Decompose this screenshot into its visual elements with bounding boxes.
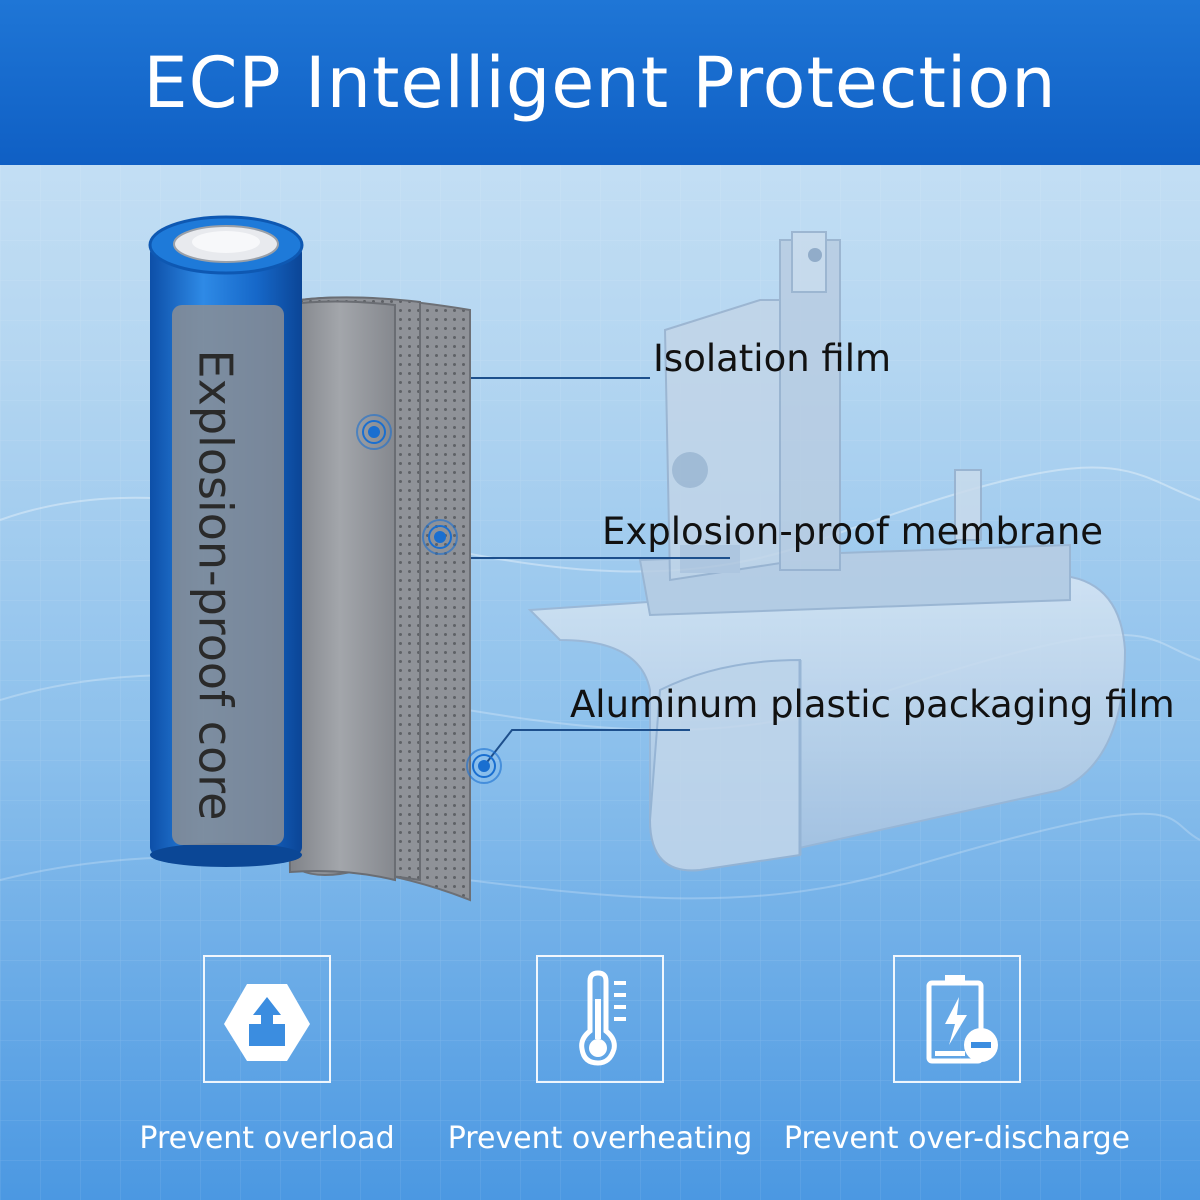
header-banner: ECP Intelligent Protection [0, 0, 1200, 165]
callout-label-packaging: Aluminum plastic packaging film [570, 683, 1175, 726]
core-label-wrapper: Explosion-proof core [185, 335, 245, 835]
feature-icon-box [536, 955, 664, 1083]
core-label: Explosion-proof core [188, 349, 242, 821]
callout-markers [356, 414, 502, 784]
battery-pack-illustration [527, 231, 1127, 872]
target-marker [466, 748, 502, 784]
film-layers [283, 296, 471, 902]
feature-label: Prevent overheating [447, 1121, 753, 1156]
feature-overload: Prevent overload [117, 955, 417, 1156]
feature-label: Prevent over-discharge [783, 1121, 1131, 1156]
battery-cell [148, 215, 304, 867]
page-title: ECP Intelligent Protection [143, 41, 1057, 124]
callout-line-packaging [483, 729, 690, 767]
battery-discharge-icon [926, 975, 998, 1064]
isolation-film [283, 300, 396, 882]
callout-label-membrane: Explosion-proof membrane [602, 510, 1104, 553]
feature-label: Prevent overload [139, 1121, 395, 1156]
target-marker [356, 414, 392, 450]
feature-over-discharge: Prevent over-discharge [784, 955, 1130, 1156]
callout-label-isolation: Isolation film [653, 337, 892, 380]
target-marker [422, 519, 458, 555]
thermometer-icon [579, 970, 626, 1066]
feature-icon-box [203, 955, 331, 1083]
feature-overheating: Prevent overheating [447, 955, 753, 1156]
overload-icon [224, 984, 310, 1061]
feature-icon-box [893, 955, 1021, 1083]
